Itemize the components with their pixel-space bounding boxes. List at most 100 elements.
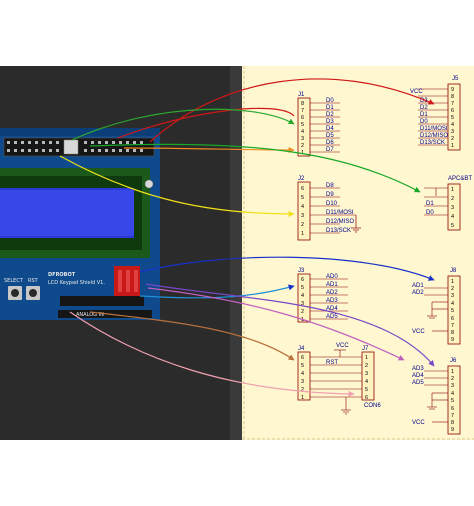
svg-text:3: 3 — [451, 293, 454, 299]
j8-ad2: AD2 — [412, 290, 424, 296]
svg-text:9: 9 — [451, 87, 454, 93]
svg-text:5: 5 — [451, 223, 454, 229]
arrow-violet — [147, 287, 405, 361]
svg-text:9: 9 — [451, 427, 454, 433]
svg-text:2: 2 — [301, 143, 304, 149]
svg-text:7: 7 — [451, 323, 454, 329]
connector-j5: J5 9 8 7 6 5 4 3 2 1 VCC D3 D2 D1 D0 D11… — [410, 76, 461, 151]
svg-text:2: 2 — [301, 309, 304, 315]
j8-ad1: AD1 — [412, 283, 424, 289]
svg-text:2: 2 — [451, 286, 454, 292]
svg-text:7: 7 — [451, 413, 454, 419]
j1-ref: J1 — [298, 92, 305, 98]
svg-text:3: 3 — [451, 205, 454, 211]
svg-text:6: 6 — [301, 355, 304, 361]
svg-text:8: 8 — [451, 420, 454, 426]
j4-ref: J4 — [298, 346, 305, 352]
arrow-pink — [69, 311, 355, 397]
j5-sck: D13/SCK — [420, 140, 445, 146]
rst-button-label: RST — [28, 278, 39, 284]
svg-text:3: 3 — [451, 129, 454, 135]
net-d5: D5 — [326, 133, 334, 139]
connection-arrows — [59, 78, 435, 397]
svg-text:4: 4 — [301, 371, 304, 377]
svg-text:8: 8 — [301, 101, 304, 107]
arrow-green-apc — [89, 143, 421, 193]
svg-text:2: 2 — [451, 136, 454, 142]
svg-text:4: 4 — [301, 204, 304, 210]
svg-text:1: 1 — [301, 231, 304, 237]
svg-text:7: 7 — [301, 108, 304, 114]
net-ad0: AD0 — [326, 274, 338, 280]
svg-text:5: 5 — [301, 122, 304, 128]
net-d8: D8 — [326, 183, 334, 189]
apc-d1: D1 — [426, 201, 434, 207]
ground-symbol — [351, 215, 361, 233]
svg-text:7: 7 — [451, 101, 454, 107]
svg-text:8: 8 — [451, 330, 454, 336]
svg-text:1: 1 — [451, 279, 454, 285]
connector-j7: J7 1 2 3 4 5 6 CON6 — [361, 346, 381, 409]
svg-text:4: 4 — [301, 293, 304, 299]
svg-text:2: 2 — [451, 376, 454, 382]
svg-text:6: 6 — [451, 316, 454, 322]
svg-text:4: 4 — [365, 379, 368, 385]
j6-ref: J6 — [450, 358, 457, 364]
svg-text:1: 1 — [451, 187, 454, 193]
svg-text:5: 5 — [365, 387, 368, 393]
apc-d0: D0 — [426, 210, 434, 216]
svg-text:5: 5 — [451, 308, 454, 314]
j5-mosi: D11/MOSI — [420, 126, 448, 132]
svg-text:4: 4 — [451, 122, 454, 128]
connector-j1: J1 8 7 6 5 4 3 2 1 D0 D1 D2 D3 D4 D5 D6 … — [297, 92, 340, 157]
net-d12-miso: D12/MISO — [326, 219, 354, 225]
j8-vcc: VCC — [412, 329, 425, 335]
svg-text:9: 9 — [451, 337, 454, 343]
j5-vcc: VCC — [410, 89, 423, 95]
dfrobot-logo: DFROBOT — [48, 272, 76, 278]
svg-text:6: 6 — [301, 115, 304, 121]
svg-text:6: 6 — [301, 277, 304, 283]
svg-text:5: 5 — [301, 363, 304, 369]
j5-ref: J5 — [452, 76, 459, 82]
board-photo: SELECT RST DFROBOT LCD Keypad Shield V1.… — [0, 66, 242, 440]
svg-text:2: 2 — [365, 363, 368, 369]
j2-ref: J2 — [298, 176, 305, 182]
net-ad1: AD1 — [326, 282, 338, 288]
j1-pin-numbers: 8 7 6 5 4 3 2 1 — [301, 101, 304, 156]
net-d13-sck: D13/SCK — [326, 228, 351, 234]
arrow-brown — [89, 311, 295, 361]
net-d2: D2 — [326, 112, 334, 118]
svg-text:1: 1 — [301, 150, 304, 156]
svg-text:4: 4 — [451, 214, 454, 220]
svg-text:6: 6 — [365, 395, 368, 401]
svg-text:5: 5 — [451, 398, 454, 404]
svg-text:6: 6 — [451, 406, 454, 412]
connector-j6: J6 1 2 3 4 5 6 7 8 9 AD3 AD4 AD5 VCC — [412, 358, 461, 435]
net-d1: D1 — [326, 105, 334, 111]
net-d9: D9 — [326, 192, 334, 198]
net-ad3: AD3 — [326, 298, 338, 304]
net-ad2: AD2 — [326, 290, 338, 296]
keypad-buttons: SELECT RST — [4, 278, 40, 300]
svg-text:5: 5 — [301, 195, 304, 201]
con6-label: CON6 — [364, 403, 381, 409]
svg-text:5: 5 — [451, 115, 454, 121]
apc-bt-ref: APC&BT — [448, 176, 472, 182]
net-d6: D6 — [326, 140, 334, 146]
j6-ad3: AD3 — [412, 366, 424, 372]
connector-apc-bt: APC&BT 1 2 3 4 5 D1 D0 — [424, 176, 472, 231]
svg-text:1: 1 — [451, 143, 454, 149]
net-d4: D4 — [326, 126, 334, 132]
j5-d1: D1 — [420, 112, 428, 118]
svg-text:3: 3 — [365, 371, 368, 377]
svg-text:6: 6 — [301, 186, 304, 192]
j4-vcc-label: VCC — [336, 343, 349, 349]
arrow-blue — [139, 256, 435, 281]
net-d0: D0 — [326, 98, 334, 104]
svg-text:1: 1 — [365, 355, 368, 361]
net-ad4: AD4 — [326, 306, 338, 312]
arrow-yellow — [59, 155, 295, 217]
j6-ad5: AD5 — [412, 380, 424, 386]
j5-miso: D12/MISO — [420, 133, 448, 139]
